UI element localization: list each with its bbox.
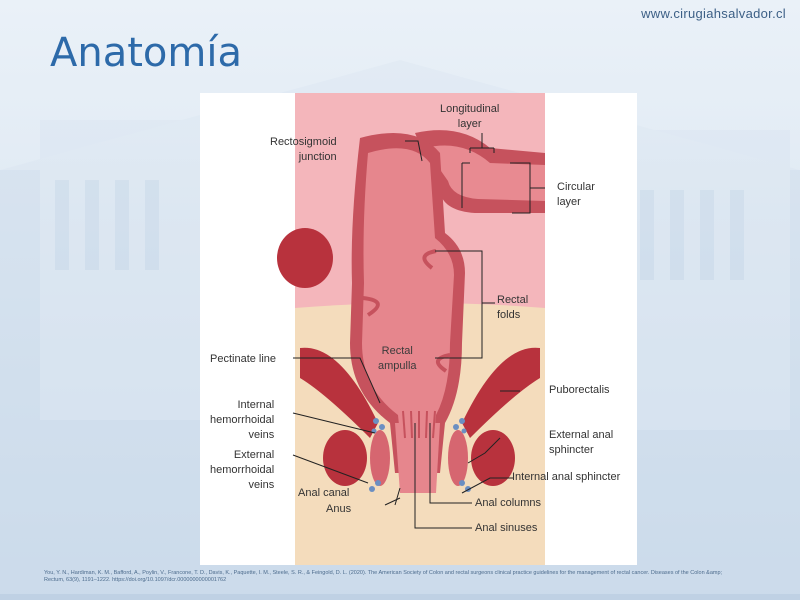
puborectalis-left	[300, 347, 378, 438]
label-anus: Anus	[326, 503, 352, 515]
label-anal-sinuses: Anal sinuses	[475, 522, 538, 534]
rectum-anatomy-illustration	[277, 93, 545, 565]
leader-lines	[292, 133, 545, 529]
rectal-ampulla-lumen	[362, 148, 454, 466]
anal-canal	[395, 423, 440, 493]
rectal-fold	[422, 249, 437, 270]
internal-anal-sphincter-right	[448, 430, 468, 486]
puborectalis-right	[462, 347, 540, 438]
slide-title: Anatomía	[50, 30, 242, 76]
label-anal-columns: Anal columns	[475, 497, 542, 509]
pelvic-organ-shape	[277, 228, 333, 288]
label-puborectalis: Puborectalis	[549, 384, 610, 396]
label-internal-anal-sphincter: Internal anal sphincter	[512, 471, 621, 483]
reference-citation: You, Y. N., Hardiman, K. M., Bafford, A.…	[44, 570, 723, 583]
anal-columns	[402, 410, 436, 439]
external-anal-sphincter-right	[471, 430, 515, 486]
label-anal-canal: Anal canal	[298, 487, 350, 499]
bottom-bar	[0, 594, 800, 600]
rectal-fold	[362, 296, 380, 317]
internal-anal-sphincter-left	[370, 430, 390, 486]
hemorrhoidal-veins	[369, 418, 471, 492]
label-pectinate-line: Pectinate line	[210, 353, 277, 365]
rectal-fold	[436, 353, 451, 373]
site-url: www.cirugiahsalvador.cl	[641, 6, 786, 21]
external-anal-sphincter-left	[323, 430, 367, 486]
